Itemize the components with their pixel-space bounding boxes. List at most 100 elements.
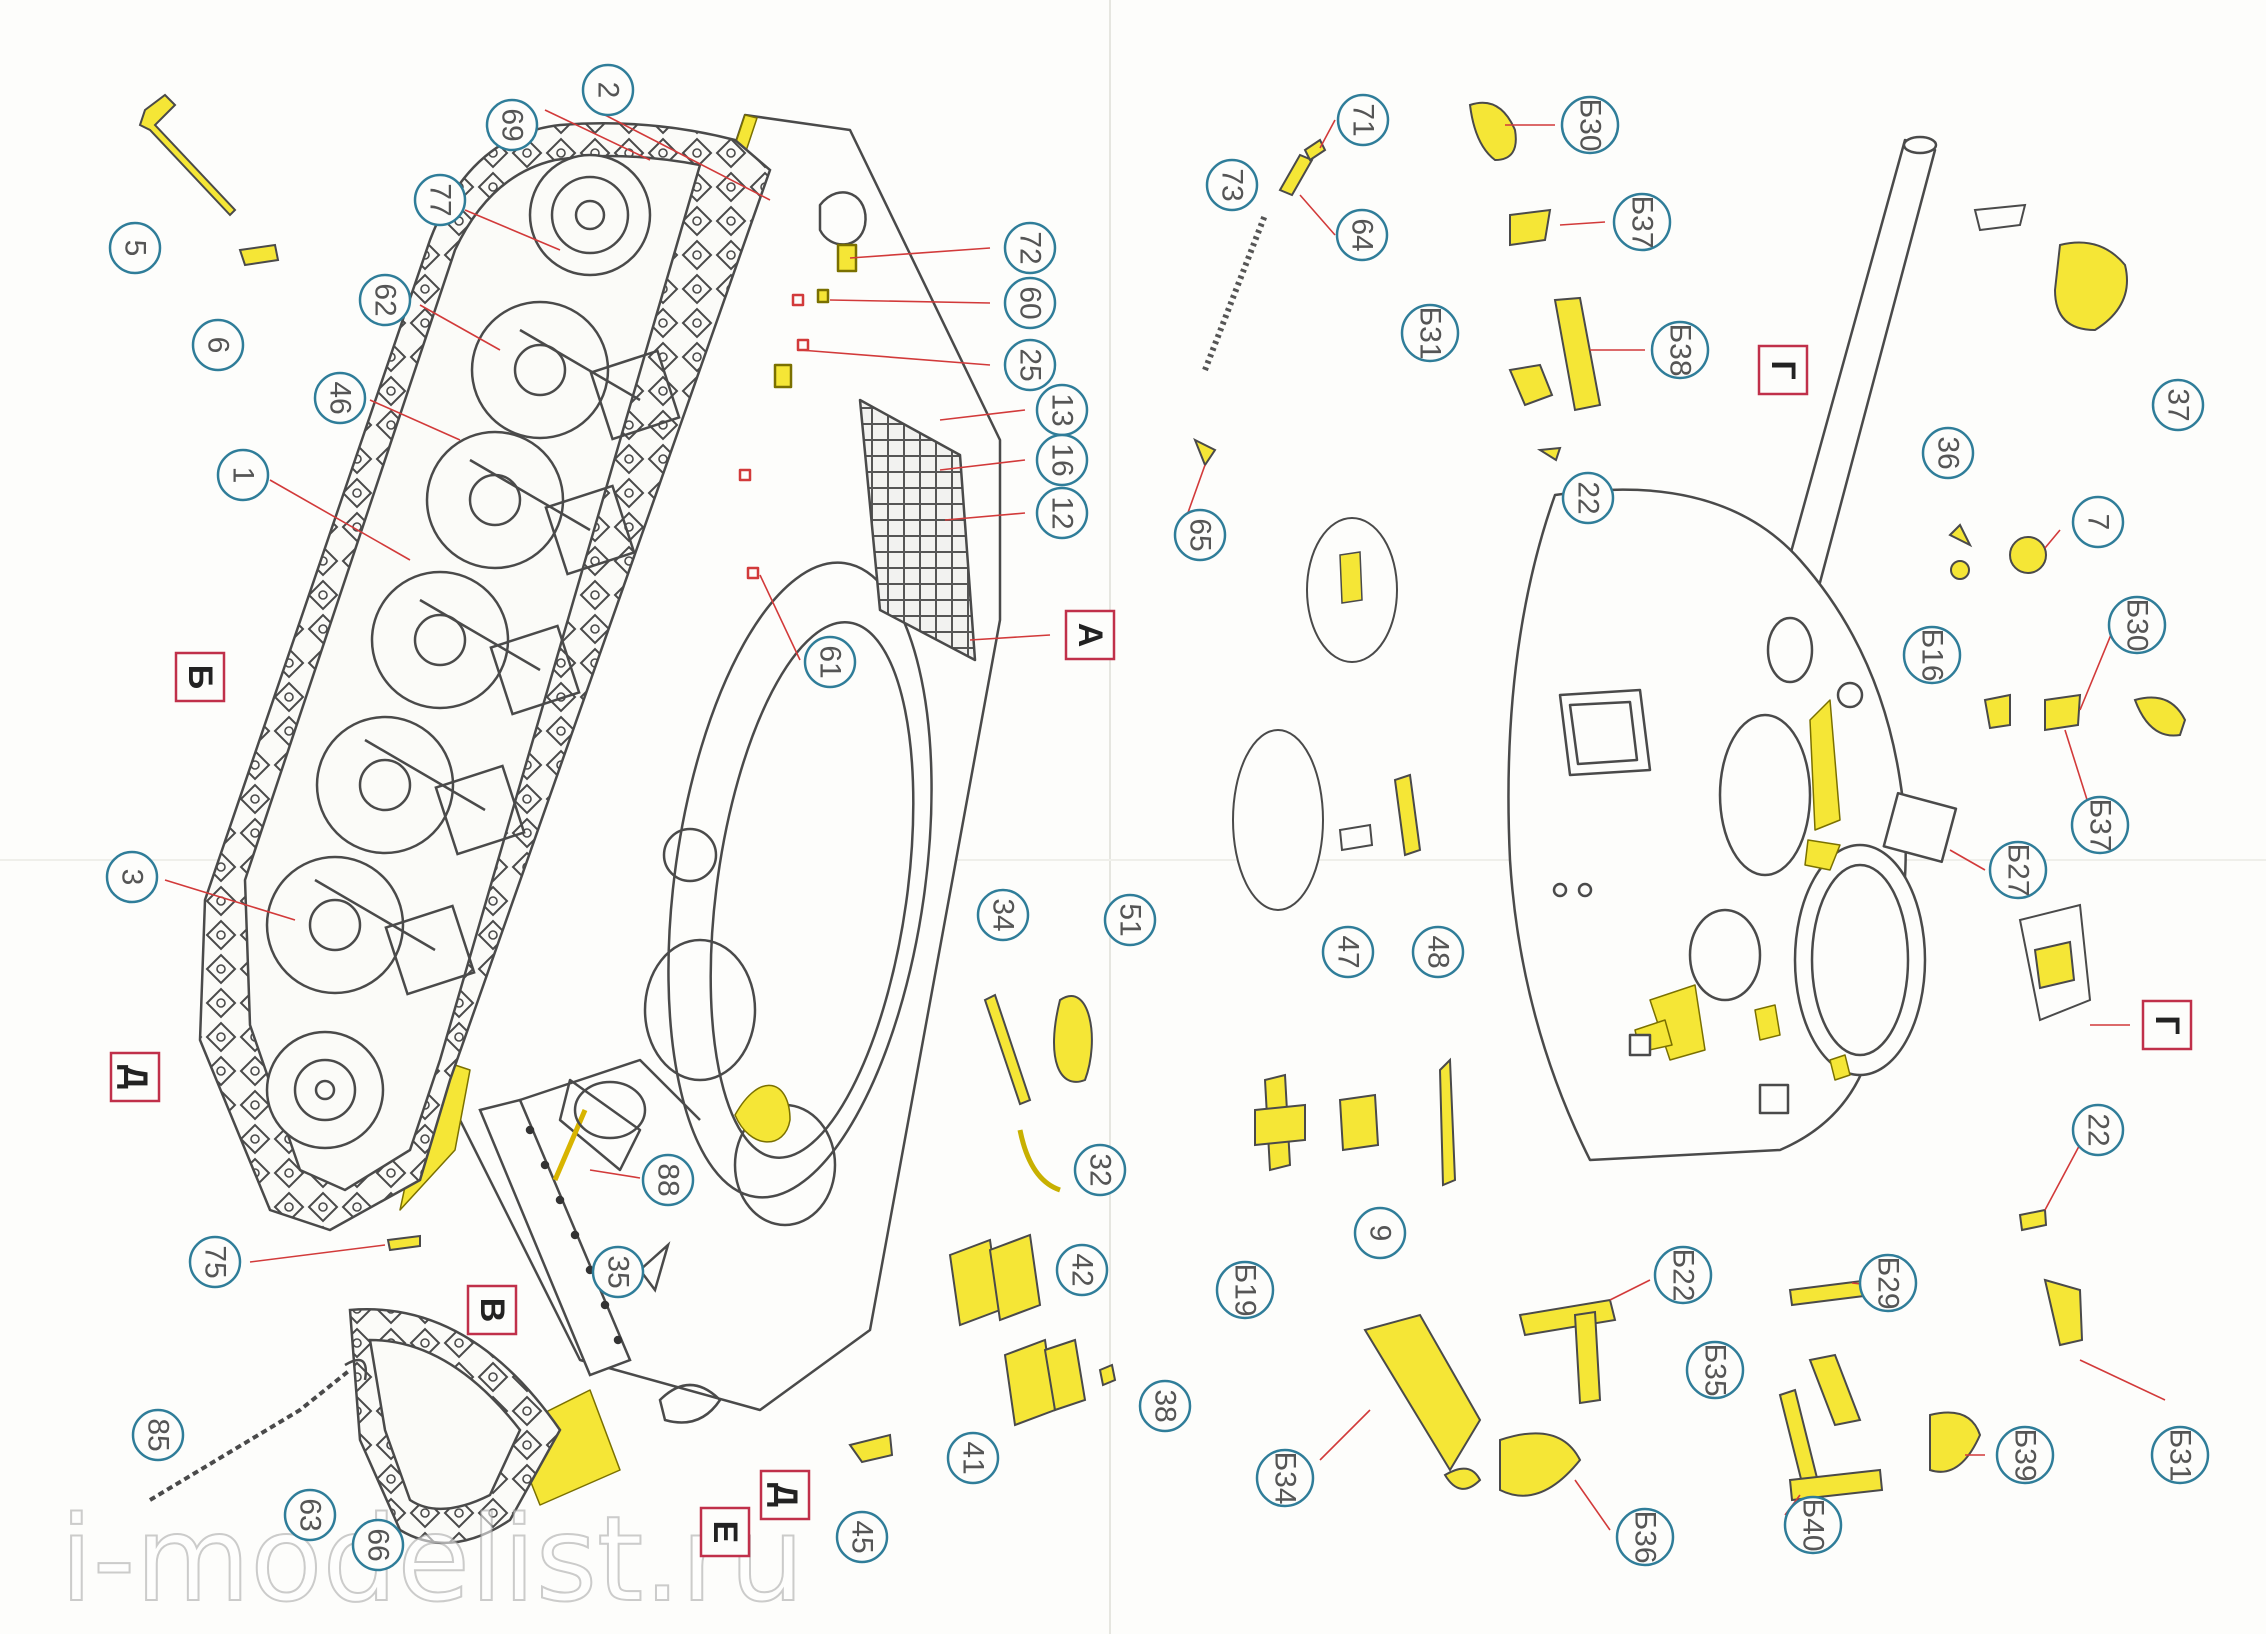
callout-circle <box>283 1488 337 1542</box>
callout-circle <box>1336 93 1390 147</box>
callout-number: Б35 <box>1699 1343 1732 1396</box>
callout-number: Б39 <box>2009 1428 2042 1481</box>
callout-number: Б27 <box>2002 843 2035 896</box>
callout-c69: 69 <box>485 98 539 152</box>
box-label-bE: Е <box>699 1506 751 1558</box>
callout-circle <box>2151 378 2205 432</box>
callout-circle <box>131 1408 185 1462</box>
callout-number: 42 <box>1066 1253 1099 1286</box>
callout-circle <box>485 98 539 152</box>
turret-pe <box>1809 699 1841 831</box>
part-B34 <box>1363 1313 1482 1472</box>
callout-circle <box>1921 426 1975 480</box>
callout-c3: 3 <box>105 850 159 904</box>
callout-circle <box>1321 925 1375 979</box>
box-label-bV: В <box>466 1284 518 1336</box>
part-34 <box>983 993 1032 1106</box>
spring-73 <box>1202 213 1268 372</box>
callout-c25: 25 <box>1003 338 1057 392</box>
callout-cB30b: Б30 <box>2107 595 2167 655</box>
callout-number: 65 <box>1184 518 1217 551</box>
callout-number: 64 <box>1346 218 1379 251</box>
callout-c51: 51 <box>1103 893 1157 947</box>
box-label-bG2: Г <box>2141 999 2193 1051</box>
part-38 <box>1098 1363 1117 1387</box>
part-B37a <box>1509 208 1552 247</box>
callout-circle <box>803 635 857 689</box>
callout-cB36: Б36 <box>1615 1507 1675 1567</box>
callout-c36: 36 <box>1921 426 1975 480</box>
callout-c88: 88 <box>641 1153 695 1207</box>
callout-number: 22 <box>1572 481 1605 514</box>
callout-circle <box>188 1235 242 1289</box>
callout-circle <box>2071 1103 2125 1157</box>
callout-number: 2 <box>592 82 625 99</box>
callout-circle <box>1035 433 1089 487</box>
callout-number: 1 <box>227 467 260 484</box>
callout-c62: 62 <box>358 273 412 327</box>
callout-c71: 71 <box>1336 93 1390 147</box>
part-48 <box>1393 773 1422 857</box>
headlight-guard-pe <box>734 1084 791 1143</box>
callout-circle <box>976 888 1030 942</box>
callout-cB27: Б27 <box>1988 840 2048 900</box>
callout-number: 72 <box>1014 231 1047 264</box>
box-frame <box>759 1469 811 1521</box>
part-B30a <box>1468 101 1517 162</box>
callout-circle <box>946 1431 1000 1485</box>
box-frame <box>1064 609 1116 661</box>
box-frame <box>109 1051 161 1103</box>
callout-number: 16 <box>1046 443 1079 476</box>
callout-circle <box>1138 1379 1192 1433</box>
lower-track-section <box>148 1080 722 1545</box>
callout-circle <box>591 1245 645 1299</box>
box-letter: В <box>473 1298 511 1323</box>
part-B31a <box>1508 363 1554 407</box>
callout-c63: 63 <box>283 1488 337 1542</box>
callout-c75: 75 <box>188 1235 242 1289</box>
callout-number: 69 <box>496 108 529 141</box>
callout-cB31a: Б31 <box>1400 303 1460 363</box>
box-letter: Г <box>1764 360 1802 379</box>
track-assembly <box>198 122 772 1232</box>
driver-hatch <box>662 827 718 883</box>
box-frame <box>699 1506 751 1558</box>
callout-circle <box>108 221 162 275</box>
callout-number: 3 <box>116 869 149 886</box>
callout-c5: 5 <box>108 221 162 275</box>
rear-plate <box>478 1098 632 1377</box>
callout-cB30a: Б30 <box>1560 95 1620 155</box>
engine-grille <box>858 398 977 662</box>
callout-circle <box>216 448 270 502</box>
callout-c47: 47 <box>1321 925 1375 979</box>
box-label-bB: Б <box>174 651 226 703</box>
callout-circle <box>2070 795 2130 855</box>
part-6 <box>238 243 280 267</box>
box-label-bG1: Г <box>1757 344 1809 396</box>
callout-number: 34 <box>987 898 1020 931</box>
callout-c41: 41 <box>946 1431 1000 1485</box>
callout-cB34: Б34 <box>1255 1448 1315 1508</box>
callout-c64: 64 <box>1335 208 1389 262</box>
part-B36 <box>1499 1432 1582 1497</box>
callout-c48: 48 <box>1411 925 1465 979</box>
callout-circle <box>1653 1245 1713 1305</box>
callout-number: 63 <box>294 1498 327 1531</box>
callout-c13: 13 <box>1035 383 1089 437</box>
turret-ring <box>667 561 933 1199</box>
callout-number: Б29 <box>1872 1256 1905 1309</box>
part-51 <box>1053 995 1093 1083</box>
callout-number: 36 <box>1932 436 1965 469</box>
part-B31b <box>2043 1278 2084 1347</box>
callout-circle <box>1650 320 1710 380</box>
callout-circle <box>581 63 635 117</box>
callout-cB38: Б38 <box>1650 320 1710 380</box>
callout-c77: 77 <box>413 173 467 227</box>
callout-number: 37 <box>2162 388 2195 421</box>
callout-c38: 38 <box>1138 1379 1192 1433</box>
part-9 <box>1438 1057 1457 1187</box>
callout-number: 41 <box>957 1441 990 1474</box>
callout-c60: 60 <box>1003 276 1057 330</box>
callout-circle <box>1003 276 1057 330</box>
